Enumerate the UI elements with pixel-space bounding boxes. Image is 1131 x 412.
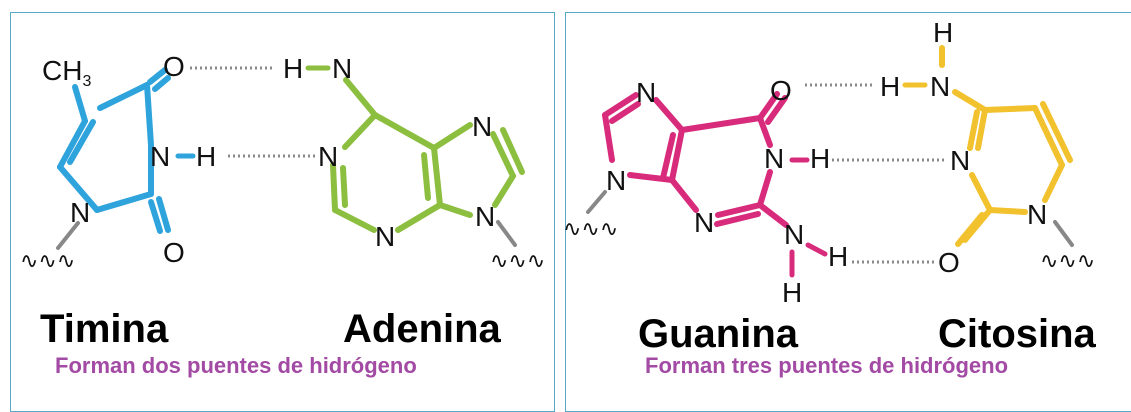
guanine-hydrogen-3: H [782, 277, 802, 308]
methyl-group-label: CH3 [42, 55, 91, 90]
hydrogen-bonds-ta [190, 66, 316, 158]
thymine-n-sugar-bond [56, 221, 80, 250]
adenine-sugar-tail: ∿∿∿ [490, 248, 545, 273]
guanine-cytosine-panel [565, 12, 1131, 412]
cytosine-hydrogen-amino: H [880, 71, 900, 102]
adenine-hydrogen: H [283, 53, 303, 84]
cytosine-sugar-tail: ∿∿∿ [1040, 248, 1095, 273]
guanine-hydrogen-2: H [828, 241, 848, 272]
thymine-nitrogen-1: N [70, 197, 90, 228]
guanine-nitrogen-9: N [606, 165, 626, 196]
cytosine-oxygen: O [938, 247, 960, 278]
adenine-n-sugar-bond [496, 220, 517, 247]
guanine-structure [602, 91, 789, 228]
cytosine-hydrogen-top: H [933, 17, 953, 48]
thymine-oxygen-bottom: O [163, 237, 185, 268]
thymine-hydrogen: H [196, 141, 216, 172]
guanine-hydrogen-1: H [810, 143, 830, 174]
guanine-sugar-tail: ∿∿∿ [563, 216, 618, 241]
guanine-nitrogen-7: N [636, 77, 656, 108]
adenine-structure [330, 77, 525, 233]
guanine-oxygen: O [770, 75, 792, 106]
guanine-amino-nitrogen: N [784, 219, 804, 250]
guanine-nitrogen-3: N [694, 207, 714, 238]
thymine-structure [57, 67, 171, 234]
thymine-sugar-tail: ∿∿∿ [20, 248, 75, 273]
right-caption: Forman tres puentes de hidrógeno [645, 353, 1009, 378]
adenine-amino-nitrogen: N [332, 53, 352, 84]
thymine-nitrogen-3: N [150, 141, 170, 172]
cytosine-label: Citosina [938, 312, 1096, 356]
guanine-label: Guanina [638, 312, 799, 356]
cytosine-nitrogen-3: N [950, 145, 970, 176]
thymine-oxygen-top: O [163, 51, 185, 82]
adenine-label: Adenina [343, 307, 501, 351]
guanine-n-sugar-bond [586, 190, 607, 214]
cytosine-amino-nitrogen: N [930, 71, 950, 102]
guanine-nitrogen-1: N [764, 143, 784, 174]
hydrogen-bonds-gc [805, 83, 945, 264]
cytosine-structure [939, 45, 1073, 247]
adenine-nitrogen-1: N [318, 141, 338, 172]
base-pairs-diagram: CH3 O N H N O ∿∿∿ H N N N N N ∿∿∿ [20, 17, 1095, 308]
guanine-nh-bonds [789, 157, 828, 278]
cytosine-n-sugar-bond [1053, 220, 1074, 247]
adenine-nitrogen-9: N [475, 201, 495, 232]
left-caption: Forman dos puentes de hidrógeno [55, 353, 417, 378]
thymine-label: Timina [40, 307, 169, 351]
adenine-nitrogen-7: N [472, 111, 492, 142]
cytosine-nitrogen-1: N [1027, 199, 1047, 230]
adenine-nitrogen-3: N [375, 221, 395, 252]
